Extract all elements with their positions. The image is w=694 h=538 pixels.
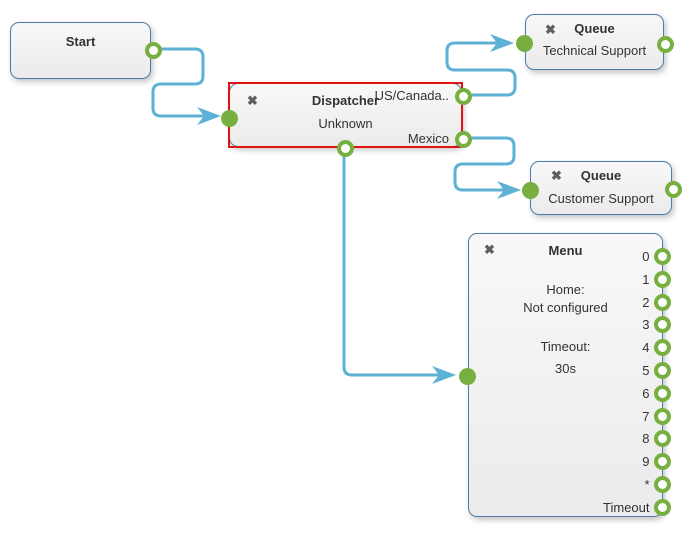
menu-port-label-9: 9 (642, 453, 650, 469)
node-dispatcher-subtitle: Unknown (318, 116, 373, 131)
node-menu-output-port-5[interactable] (653, 361, 671, 379)
connector-mexico-queue-customer[interactable] (453, 136, 516, 192)
menu-port-label-5: 5 (642, 362, 650, 378)
output-label-mexico: Mexico (407, 131, 449, 146)
node-menu-output-port-9[interactable] (653, 452, 671, 470)
delete-icon[interactable]: ✖ (247, 93, 258, 108)
menu-home-label: Home: (546, 282, 585, 297)
menu-port-row: Timeout (603, 498, 671, 516)
delete-icon[interactable]: ✖ (545, 22, 556, 37)
node-dispatcher-title: Dispatcher (311, 93, 380, 108)
node-dispatcher[interactable]: ✖ Dispatcher Unknown US/Canada.. Mexico (220, 82, 472, 157)
node-queue-technical-title: Queue (574, 21, 615, 36)
menu-port-label-3: 3 (642, 316, 650, 332)
arrowhead-uscanada-queue-technical[interactable] (490, 34, 514, 52)
menu-port-row: 2 (642, 293, 671, 311)
menu-port-row: 5 (642, 361, 671, 379)
node-dispatcher-output-port-mexico[interactable] (454, 130, 472, 148)
menu-port-row: 7 (642, 407, 671, 425)
menu-port-row: 8 (642, 429, 671, 447)
arrowhead-start-dispatcher[interactable] (197, 107, 221, 125)
node-menu-output-port-2[interactable] (653, 293, 671, 311)
node-queue-customer-input-port[interactable] (521, 181, 539, 199)
node-menu-output-port-timeout[interactable] (653, 498, 671, 516)
node-menu-output-port-0[interactable] (653, 247, 671, 265)
menu-port-row: 1 (642, 270, 671, 288)
menu-port-row: 0 (642, 247, 671, 265)
node-queue-technical-input-port[interactable] (515, 34, 533, 52)
node-menu-output-port-6[interactable] (653, 384, 671, 402)
node-queue-customer-title: Queue (580, 168, 622, 183)
node-menu[interactable]: ✖ Menu Home: Not configured Timeout: 30s… (458, 233, 671, 517)
menu-port-label-timeout: Timeout (603, 499, 650, 515)
node-queue-customer[interactable]: ✖ Queue Customer Support (521, 161, 682, 215)
menu-port-row: 4 (642, 338, 671, 356)
menu-port-label-7: 7 (642, 408, 650, 424)
node-menu-output-port-8[interactable] (653, 429, 671, 447)
menu-port-row: 9 (642, 452, 671, 470)
menu-port-label-4: 4 (642, 339, 650, 355)
menu-port-label-1: 1 (642, 271, 650, 287)
menu-home-value: Not configured (523, 300, 608, 315)
menu-port-row: 3 (642, 315, 671, 333)
node-dispatcher-input-port[interactable] (220, 109, 238, 127)
node-menu-output-port-7[interactable] (653, 407, 671, 425)
node-queue-technical-subtitle: Technical Support (542, 43, 647, 58)
connector-start-dispatcher[interactable] (151, 47, 205, 118)
node-queue-customer-subtitle: Customer Support (548, 191, 654, 206)
connector-uscanada-queue-technical[interactable] (445, 41, 517, 97)
menu-port-label-6: 6 (642, 385, 650, 401)
menu-port-label-0: 0 (642, 248, 650, 264)
delete-icon[interactable]: ✖ (551, 168, 562, 183)
delete-icon[interactable]: ✖ (484, 242, 495, 257)
menu-port-row: * (644, 475, 671, 493)
node-menu-output-port-1[interactable] (653, 270, 671, 288)
arrowhead-dispatcher-menu[interactable] (432, 366, 456, 384)
output-label-uscanada: US/Canada.. (374, 88, 449, 103)
menu-port-label-2: 2 (642, 294, 650, 310)
node-menu-output-port-star[interactable] (653, 475, 671, 493)
node-queue-technical[interactable]: ✖ Queue Technical Support (515, 14, 674, 70)
connector-dispatcher-menu[interactable] (342, 156, 439, 377)
node-dispatcher-output-port-bottom[interactable] (336, 139, 354, 157)
node-menu-input-port[interactable] (458, 367, 476, 385)
menu-port-label-star: * (644, 476, 650, 492)
menu-timeout-label: Timeout: (540, 339, 591, 354)
node-menu-title: Menu (548, 243, 583, 258)
node-dispatcher-output-port-uscanada[interactable] (454, 87, 472, 105)
node-menu-output-port-4[interactable] (653, 338, 671, 356)
node-queue-customer-output-port[interactable] (664, 180, 682, 198)
node-start[interactable]: Start (10, 22, 162, 79)
node-menu-output-port-3[interactable] (653, 315, 671, 333)
menu-timeout-value: 30s (555, 361, 576, 376)
node-queue-technical-output-port[interactable] (656, 35, 674, 53)
arrowhead-mexico-queue-customer[interactable] (497, 181, 521, 199)
node-start-title: Start (65, 34, 96, 49)
menu-port-label-8: 8 (642, 430, 650, 446)
menu-port-row: 6 (642, 384, 671, 402)
node-start-output-port[interactable] (144, 41, 162, 59)
